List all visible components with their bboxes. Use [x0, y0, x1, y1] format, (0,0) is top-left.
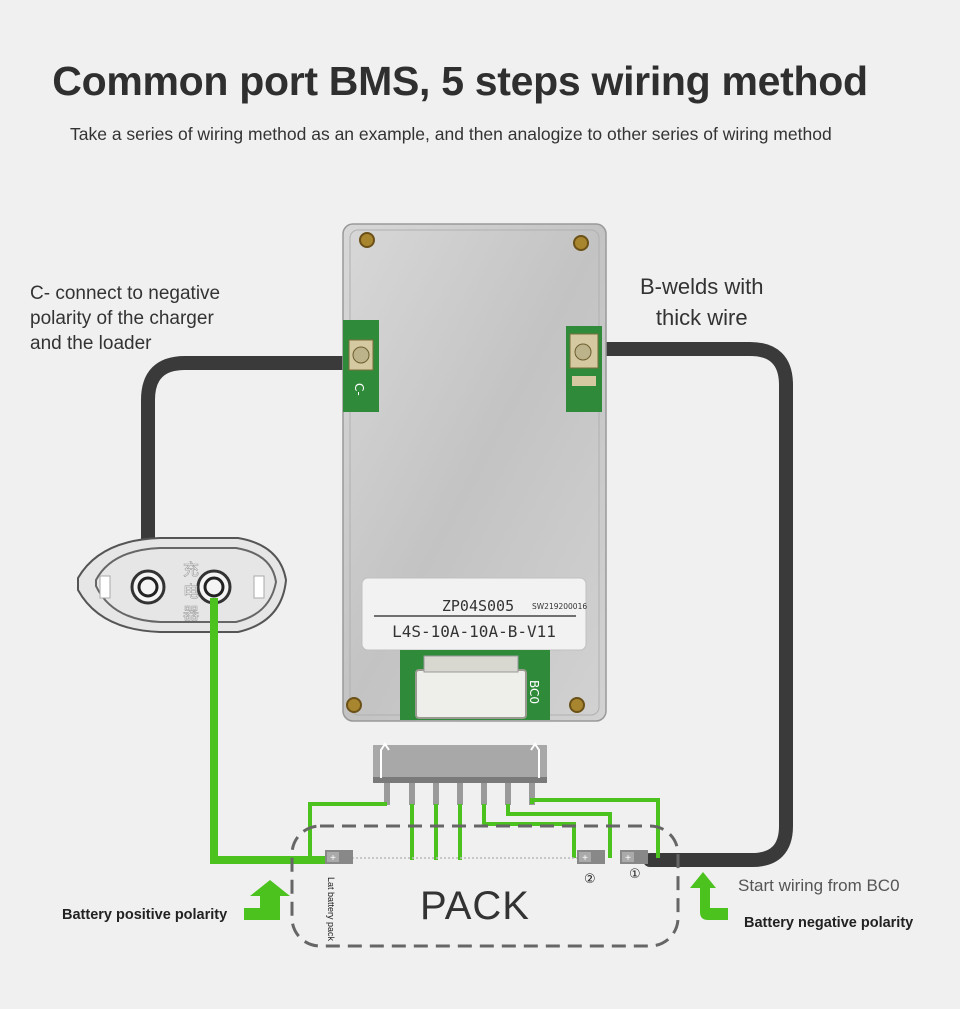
page-title: Common port BMS, 5 steps wiring method [52, 58, 868, 104]
b-minus-wire [593, 342, 793, 867]
start-wiring-label: Start wiring from BC0 [738, 876, 900, 895]
board-model: ZP04S005 [442, 597, 514, 615]
c-minus-note: C- connect to negative polarity of the c… [30, 281, 220, 356]
cell-1-label: ① [629, 866, 641, 881]
cell-terminal-pack: + [325, 850, 353, 864]
cell-2-label: ② [584, 871, 596, 886]
svg-text:+: + [330, 853, 336, 864]
cell-terminal-1: + [620, 850, 648, 864]
lat-battery-pack-label: Lat battery pack [326, 877, 336, 942]
page-subtitle: Take a series of wiring method as an exa… [70, 124, 832, 144]
charger-char-1: 充 [183, 560, 199, 579]
charger-char-3: 器 [183, 604, 199, 623]
board-spec: L4S-10A-10A-B-V11 [392, 622, 556, 641]
pack-label: PACK [420, 884, 530, 928]
c-minus-note-line-3: and the loader [30, 333, 152, 354]
battery-positive-label: Battery positive polarity [62, 907, 228, 923]
b-minus-note-line-1: B-welds with [640, 274, 764, 299]
b-minus-note-line-2: thick wire [655, 305, 748, 330]
connector-label: BC0 [527, 680, 541, 704]
negative-arrow-icon [690, 872, 728, 920]
balance-wires [308, 798, 660, 862]
c-minus-wire [141, 356, 359, 592]
charger-char-2: 电 [183, 582, 199, 601]
pack-outline [290, 824, 680, 948]
charger-socket [77, 537, 288, 633]
positive-arrow-icon [244, 880, 290, 920]
battery-negative-label: Battery negative polarity [744, 915, 914, 931]
c-minus-note-line-1: C- connect to negative [30, 283, 221, 304]
positive-wire [210, 598, 330, 864]
balance-plug [373, 742, 547, 805]
board-serial: SW219200016 [532, 602, 587, 611]
bms-board [342, 223, 607, 722]
pad-c-minus-label: C- [352, 383, 366, 396]
c-minus-note-line-2: polarity of the charger [30, 308, 214, 329]
svg-text:+: + [625, 853, 631, 864]
cell-terminal-2: + [577, 850, 605, 864]
svg-text:+: + [582, 853, 588, 864]
b-minus-note: B-welds with thick wire [640, 271, 763, 333]
